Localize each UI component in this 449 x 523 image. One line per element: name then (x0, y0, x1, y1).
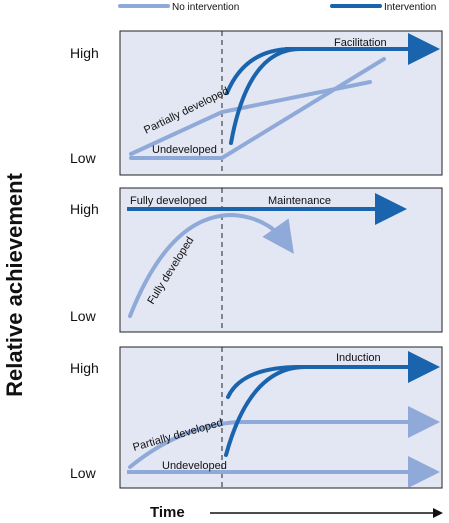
curve-label-undeveloped: Undeveloped (152, 144, 217, 156)
curve-partially-developed-no-intervention (129, 80, 372, 156)
intervention-label: Facilitation (334, 37, 387, 49)
panel-frame (119, 30, 443, 176)
panel-induction: High Low Induction Partially developed U… (70, 346, 443, 489)
curve-undeveloped-no-intervention (129, 57, 386, 160)
curve-undeveloped-intervention (224, 365, 307, 457)
curve-fully-developed-no-intervention (128, 212, 294, 318)
legend-label-intervention: Intervention (384, 2, 436, 13)
legend: No intervention Intervention (118, 2, 436, 13)
curve-label-undeveloped: Undeveloped (162, 460, 227, 472)
y-label-low: Low (70, 150, 97, 166)
intervention-label: Induction (336, 352, 381, 364)
y-label-high: High (70, 201, 99, 217)
time-axis: Time (150, 504, 443, 521)
y-label-high: High (70, 360, 99, 376)
curve-partially-developed-no-intervention (128, 406, 440, 469)
curve-label-fully-developed-intervention: Fully developed (130, 195, 207, 207)
curve-partially-developed-intervention (225, 47, 292, 95)
y-axis-title: Relative achievement (2, 172, 27, 396)
y-label-low: Low (70, 465, 97, 481)
legend-label-no-intervention: No intervention (172, 2, 239, 13)
panel-maintenance: High Low Fully developed Maintenance Ful… (70, 187, 443, 333)
intervention-label: Maintenance (268, 195, 331, 207)
y-label-high: High (70, 45, 99, 61)
y-label-low: Low (70, 308, 97, 324)
x-axis-title: Time (150, 504, 185, 521)
panel-facilitation: High Low Facilitation Partially develope… (70, 30, 443, 176)
